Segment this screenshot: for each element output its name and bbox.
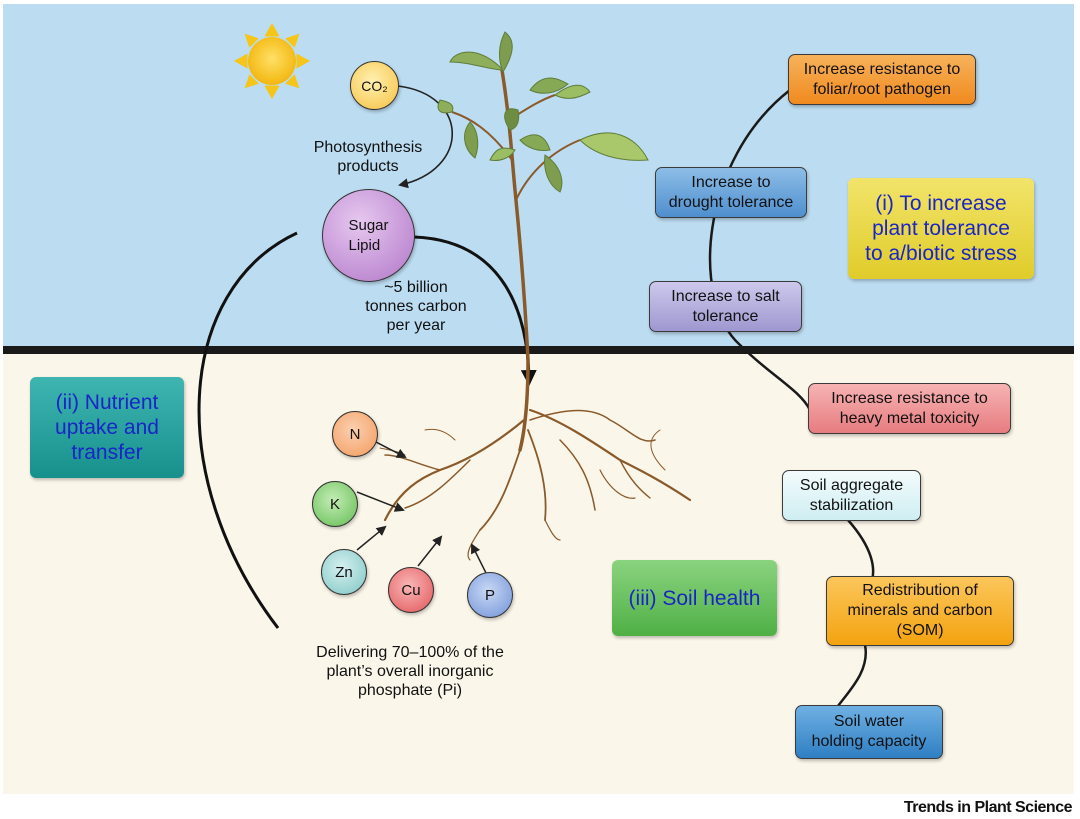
stress-tolerance-heading-text: (i) To increase plant tolerance to a/bio… <box>865 192 1017 265</box>
soil-health-heading: (iii) Soil health <box>612 560 777 636</box>
k-uptake-arrow <box>356 491 405 512</box>
phosphorus-node: P <box>467 572 513 618</box>
heavy-metal-resistance-box: Increase resistance to heavy metal toxic… <box>808 383 1011 434</box>
heavy-metal-resistance-label: Increase resistance to heavy metal toxic… <box>831 389 988 427</box>
co2-to-sugar-arrow <box>397 85 453 189</box>
phosphate-delivery-label: Delivering 70–100% of the plant’s overal… <box>316 644 504 699</box>
zn-uptake-arrow <box>356 525 387 551</box>
nitrogen-node: N <box>332 411 378 457</box>
salt-tolerance-label: Increase to salt tolerance <box>671 287 780 325</box>
cu-uptake-arrow <box>417 535 443 567</box>
soil-aggregate-box: Soil aggregate stabilization <box>782 470 921 521</box>
p-uptake-arrow <box>471 543 487 574</box>
stress-connector-line <box>708 89 812 411</box>
drought-tolerance-box: Increase to drought tolerance <box>655 167 807 218</box>
copper-node: Cu <box>388 567 434 613</box>
photosynthesis-products-label: Photosynthesis products <box>313 139 423 175</box>
co2-node: CO₂ <box>350 61 399 110</box>
pathogen-resistance-label: Increase resistance to foliar/root patho… <box>803 60 961 98</box>
potassium-node: K <box>312 481 358 527</box>
sugar-lipid-node: Sugar Lipid <box>322 189 415 282</box>
carbon-flux-label: ~5 billion tonnes carbon per year <box>365 279 467 334</box>
phosphorus-label: P <box>484 586 495 604</box>
nutrient-uptake-heading: (ii) Nutrient uptake and transfer <box>30 377 184 478</box>
n-uptake-arrow <box>373 440 407 458</box>
redistribution-label: Redistribution of minerals and carbon (S… <box>847 582 993 639</box>
root-system-illustration <box>379 358 692 561</box>
zinc-node: Zn <box>321 549 367 595</box>
nitrogen-label: N <box>349 425 361 443</box>
soil-aggregate-label: Soil aggregate stabilization <box>799 476 904 514</box>
salt-tolerance-box: Increase to salt tolerance <box>649 281 802 332</box>
journal-credit: Trends in Plant Science <box>903 799 1073 816</box>
co2-label: CO₂ <box>361 77 388 94</box>
ground-surface-line <box>3 346 1074 354</box>
plant-illustration <box>437 31 649 361</box>
sun-icon <box>233 22 311 100</box>
zinc-label: Zn <box>335 563 353 581</box>
copper-label: Cu <box>401 581 421 599</box>
potassium-label: K <box>329 495 340 513</box>
stress-tolerance-heading: (i) To increase plant tolerance to a/bio… <box>848 178 1034 279</box>
sugar-lipid-label: Sugar Lipid <box>348 216 389 254</box>
pathogen-resistance-box: Increase resistance to foliar/root patho… <box>788 54 976 105</box>
soil-health-heading-text: (iii) Soil health <box>628 586 761 610</box>
nutrient-transfer-arc <box>197 231 298 629</box>
drought-tolerance-label: Increase to drought tolerance <box>668 173 794 211</box>
nutrient-uptake-heading-text: (ii) Nutrient uptake and transfer <box>55 391 159 464</box>
soil-water-box: Soil water holding capacity <box>795 705 943 759</box>
soil-water-label: Soil water holding capacity <box>811 713 927 750</box>
redistribution-box: Redistribution of minerals and carbon (S… <box>826 576 1014 646</box>
